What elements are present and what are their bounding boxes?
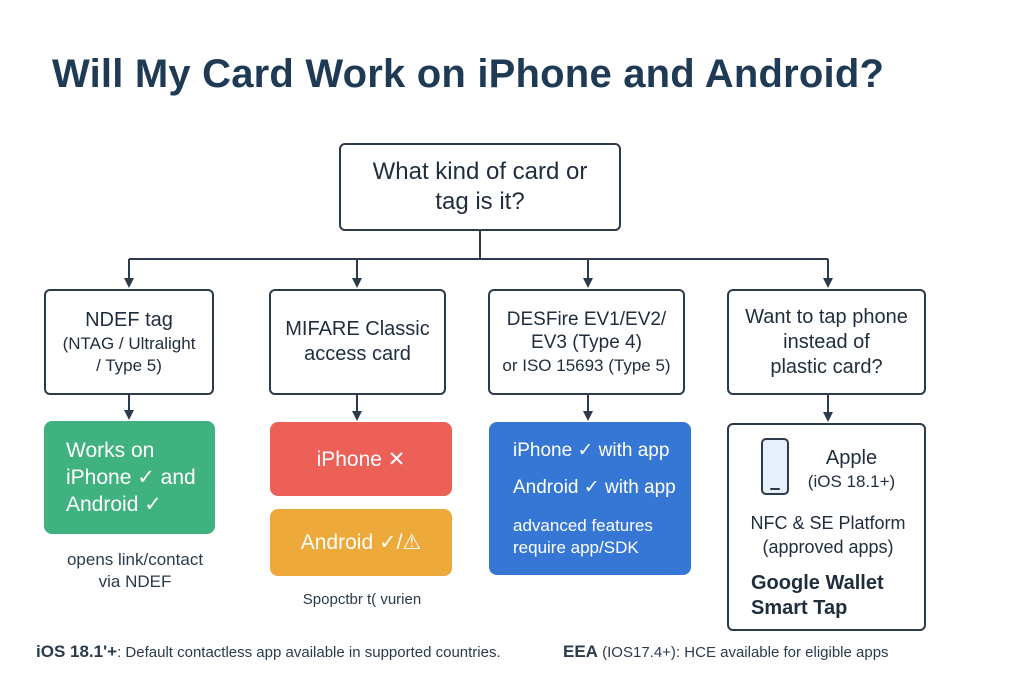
footer-ios-note: iOS 18.1'+: Default contactless app avai… [36, 642, 501, 662]
phone-tap-line-3: plastic card? [770, 355, 883, 378]
page-title: Will My Card Work on iPhone and Android? [52, 52, 885, 96]
footer-ios-text: : Default contactless app available in s… [117, 644, 501, 661]
ndef-line-3: / Type 5) [96, 355, 162, 375]
mifare-iphone-result-box: iPhone ✕ [270, 422, 452, 496]
nfc-se-line-2: (approved apps) [762, 537, 894, 558]
mifare-line-1: MIFARE Classic [285, 318, 430, 340]
footer-eea-note: EEA (IOS17.4+): HCE available for eligib… [563, 642, 889, 662]
mifare-line-2: access card [304, 343, 411, 365]
desfire-advanced-line-2: require app/SDK [513, 537, 639, 557]
phone-tap-line-2: instead of [783, 330, 870, 353]
ndef-line-2: (NTAG / Ultralight [62, 334, 196, 354]
ndef-result-line-2: iPhone ✓ and [66, 465, 196, 489]
mifare-iphone-text: iPhone ✕ [316, 447, 406, 471]
ndef-result-box: Works on iPhone ✓ and Android ✓ [44, 421, 215, 534]
mifare-note: Spopctbr t( vurien [302, 591, 422, 608]
apple-ios-version: (iOS 18.1+) [807, 472, 896, 491]
ndef-result-line-1: Works on [66, 438, 155, 462]
desfire-line-3: or ISO 15693 (Type 5) [502, 356, 671, 376]
mifare-android-text: Android ✓/⚠ [300, 531, 422, 554]
google-wallet-line-2: Smart Tap [751, 597, 848, 619]
root-line-1: What kind of card or [372, 158, 588, 185]
desfire-android-text: Android ✓ with app [513, 477, 676, 499]
category-desfire-box: DESFire EV1/EV2/ EV3 (Type 4) or ISO 156… [488, 289, 685, 395]
ndef-line-1: NDEF tag [85, 309, 173, 332]
apple-wallet-block: Apple (iOS 18.1+) [789, 445, 914, 493]
ndef-note: opens link/contact via NDEF [44, 549, 226, 593]
mifare-android-result-box: Android ✓/⚠ [270, 509, 452, 576]
google-wallet-line-1: Google Wallet [751, 572, 884, 594]
google-wallet-block: Google Wallet Smart Tap [751, 571, 884, 621]
ndef-note-line-2: via NDEF [98, 572, 172, 592]
phone-icon [761, 438, 789, 495]
ndef-result-line-3: Android ✓ [66, 493, 162, 517]
category-mifare-box: MIFARE Classic access card [269, 289, 446, 395]
desfire-line-2: EV3 (Type 4) [531, 332, 642, 354]
nfc-se-platform-block: NFC & SE Platform (approved apps) [743, 511, 913, 560]
footer-ios-label: iOS 18.1'+ [36, 642, 118, 661]
nfc-se-line-1: NFC & SE Platform [750, 513, 906, 533]
phone-tap-line-1: Want to tap phone [745, 305, 908, 328]
category-phone-tap-box: Want to tap phone instead of plastic car… [727, 289, 926, 395]
root-line-2: tag is it? [435, 188, 525, 215]
desfire-advanced-line-1: advanced features [513, 516, 653, 536]
footer-eea-text: : HCE available for eligible apps [675, 644, 889, 661]
desfire-line-1: DESFire EV1/EV2/ [506, 308, 667, 330]
ndef-note-line-1: opens link/contact [66, 550, 204, 569]
category-ndef-box: NDEF tag (NTAG / Ultralight / Type 5) [44, 289, 214, 395]
footer-eea-paren: (IOS17.4+) [602, 644, 676, 661]
desfire-iphone-text: iPhone ✓ with app [513, 440, 670, 462]
footer-eea-label: EEA [563, 642, 598, 661]
apple-label: Apple [825, 447, 878, 469]
wallet-result-box: Apple (iOS 18.1+) NFC & SE Platform (app… [727, 423, 926, 631]
root-question-box: What kind of card or tag is it? [339, 143, 621, 231]
desfire-result-box: iPhone ✓ with app Android ✓ with app adv… [489, 422, 691, 575]
